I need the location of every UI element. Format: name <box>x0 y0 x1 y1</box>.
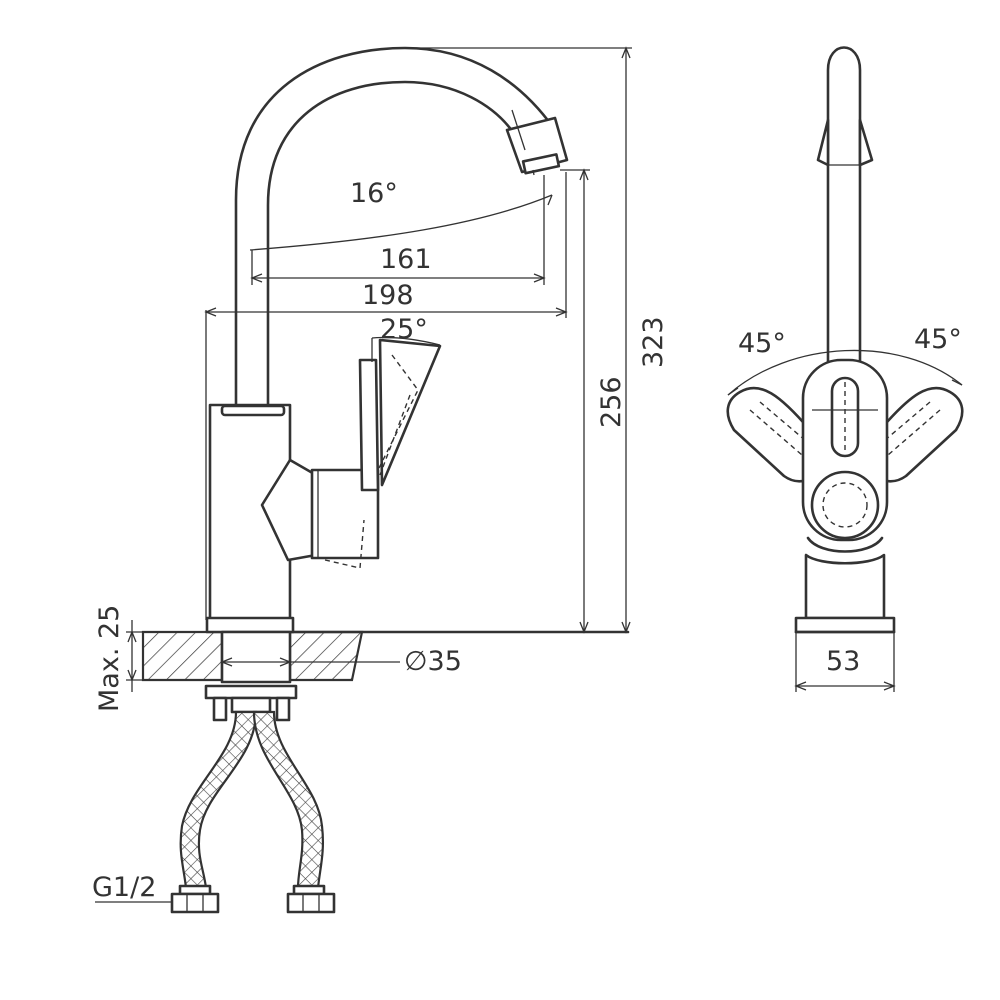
max-thickness-label: Max. 25 <box>94 605 125 712</box>
connection-label: G1/2 <box>92 872 156 903</box>
swing-arc <box>727 349 963 396</box>
hose-nut-left <box>170 884 220 914</box>
aerator <box>521 153 561 175</box>
angle-right-label: 45° <box>914 324 962 355</box>
countertop-section <box>141 630 630 682</box>
faucet-body <box>205 403 380 634</box>
front-spout <box>826 46 862 407</box>
height-total-label: 323 <box>638 316 669 368</box>
angle-spout-label: 16° <box>350 178 398 209</box>
spout-tube-inner <box>266 80 517 407</box>
lever-handle <box>324 338 442 569</box>
angle-lever-label: 25° <box>380 314 428 345</box>
angle-left-label: 45° <box>738 328 786 359</box>
spout-tube <box>234 46 557 407</box>
reach-outer-label: 198 <box>362 280 414 311</box>
hole-diameter-label: ∅35 <box>404 646 462 677</box>
dimension-lines <box>95 46 632 903</box>
hose-right <box>252 710 325 890</box>
side-view <box>95 46 632 914</box>
mounting-hardware <box>204 630 298 722</box>
hose-left <box>179 710 258 890</box>
hose-nut-right <box>286 884 336 914</box>
cartridge-circle <box>810 470 880 540</box>
base-width-label: 53 <box>826 646 860 677</box>
front-view <box>726 46 964 692</box>
reach-inner-label: 161 <box>380 244 432 275</box>
height-spout-label: 256 <box>596 376 627 428</box>
